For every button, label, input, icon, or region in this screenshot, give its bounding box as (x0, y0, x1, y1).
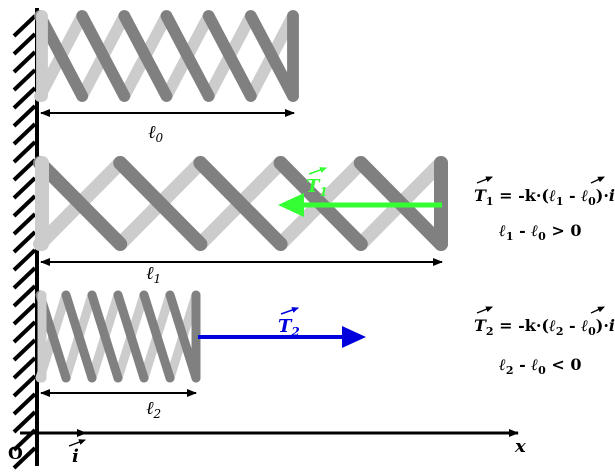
hatch-line (12, 266, 37, 290)
hatch-line (12, 302, 37, 326)
hatch-line (12, 50, 37, 74)
svg-text:ℓ1 - ℓ0 > 0: ℓ1 - ℓ0 > 0 (498, 221, 581, 243)
wall-hatching (12, 14, 37, 470)
coil-back (160, 10, 215, 102)
origin-label: O (8, 444, 23, 464)
svg-text:T2: T2 (278, 316, 300, 339)
coil-back (118, 10, 173, 102)
length-l1-label: ℓ1 (146, 263, 161, 286)
coil-back (87, 290, 123, 383)
spring-compressed (35, 290, 201, 383)
hatch-line (12, 284, 37, 308)
equation-t2: T2 = -k·(ℓ2 - ℓ0)·i (474, 306, 615, 338)
svg-text:ℓ2 - ℓ0 < 0: ℓ2 - ℓ0 < 0 (498, 355, 581, 377)
x-axis-label: x (514, 436, 526, 457)
coil-back (139, 290, 175, 383)
spring-stretched (33, 156, 448, 251)
tension-t2-arrow (198, 326, 366, 348)
condition-l2: ℓ2 - ℓ0 < 0 (498, 355, 581, 377)
coil-back (113, 156, 208, 251)
spring-natural (34, 10, 299, 102)
tension-t1-label: T1 (306, 167, 328, 199)
hatch-line (12, 32, 37, 56)
svg-text:T1 = -k·(ℓ1 - ℓ0)·i: T1 = -k·(ℓ1 - ℓ0)·i (474, 186, 615, 208)
hatch-line (12, 410, 37, 434)
coil-back (113, 290, 149, 383)
coil-back (33, 156, 128, 251)
condition-l1: ℓ1 - ℓ0 > 0 (498, 221, 581, 243)
hatch-line (12, 140, 37, 164)
tension-t2-label: T2 (278, 307, 300, 339)
hatch-line (12, 176, 37, 200)
coil-back (61, 290, 97, 383)
hatch-line (12, 230, 37, 254)
length-l2-label: ℓ2 (146, 398, 161, 421)
unit-vector-label: i (68, 439, 86, 467)
hatch-line (12, 86, 37, 110)
hatch-line (12, 212, 37, 236)
hatch-line (12, 320, 37, 344)
hatch-line (12, 338, 37, 362)
hatch-line (12, 68, 37, 92)
length-l0-label: ℓ0 (148, 122, 164, 145)
hatch-line (12, 122, 37, 146)
svg-text:T1: T1 (306, 176, 328, 199)
hatch-line (12, 158, 37, 182)
wall (12, 8, 39, 470)
equation-t1: T1 = -k·(ℓ1 - ℓ0)·i (474, 176, 615, 208)
hatch-line (12, 14, 37, 38)
svg-text:T2 = -k·(ℓ2 - ℓ0)·i: T2 = -k·(ℓ2 - ℓ0)·i (474, 316, 615, 338)
hatch-line (12, 248, 37, 272)
coil-back (193, 156, 288, 251)
coil-back (76, 10, 131, 102)
hatch-line (12, 374, 37, 398)
hatch-line (12, 356, 37, 380)
hatch-line (12, 104, 37, 128)
tension-t1-arrow (278, 193, 442, 217)
coil-back (244, 10, 299, 102)
hatch-line (12, 446, 37, 470)
coil-back (202, 10, 257, 102)
hatch-line (12, 194, 37, 218)
hatch-line (12, 392, 37, 416)
svg-text:i: i (72, 446, 79, 467)
